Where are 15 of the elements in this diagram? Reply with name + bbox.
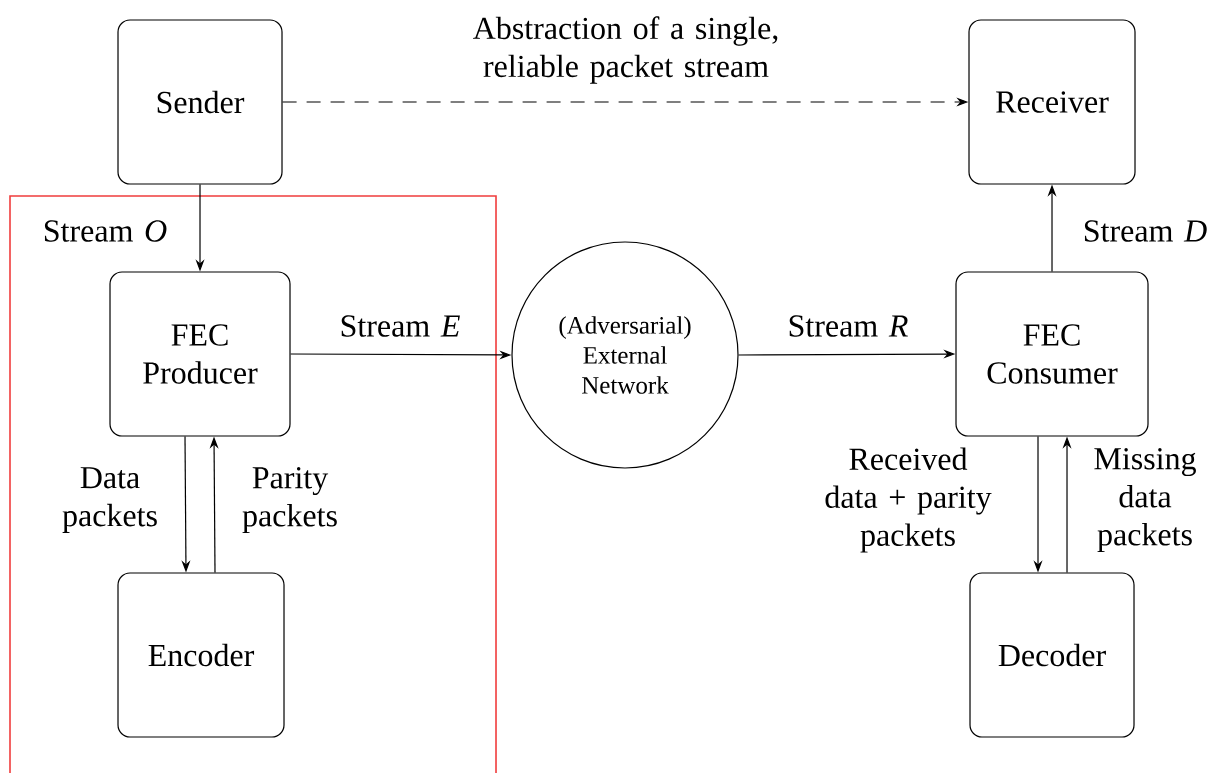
edge-label: Stream D xyxy=(1084,220,1207,242)
process-box: Receiver xyxy=(968,19,1136,185)
edge-label: Missing data packets xyxy=(1094,448,1196,552)
edge-label: Stream E xyxy=(341,315,460,337)
edge-label: Parity packets xyxy=(242,467,337,533)
edge-label: Abstraction of a single, reliable packet stream xyxy=(473,16,778,84)
process-box: Decoder xyxy=(969,572,1135,738)
edge-label: Data packets xyxy=(62,467,157,533)
edge-label: Received data + parity packets xyxy=(825,447,992,553)
process-box: Encoder xyxy=(117,572,285,738)
process-box: FEC Producer xyxy=(109,271,291,437)
process-box: FEC Consumer xyxy=(955,271,1149,437)
edge-label: Stream O xyxy=(44,220,167,242)
edge-label: Stream R xyxy=(789,315,908,337)
process-box: Sender xyxy=(117,19,283,185)
